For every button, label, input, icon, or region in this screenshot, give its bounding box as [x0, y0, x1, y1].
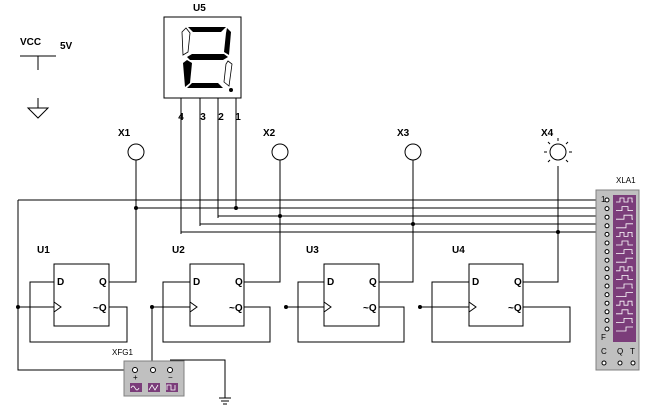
flipflop-u3-d: D [327, 277, 334, 288]
analyzer-waveform-trace [616, 300, 633, 306]
flipflop-u2-ref: U2 [172, 245, 185, 256]
analyzer-waveform-trace [616, 197, 633, 203]
logic-analyzer-terminal-c[interactable] [601, 360, 607, 366]
analyzer-waveform-trace [616, 249, 633, 254]
ground-symbol[interactable] [26, 98, 50, 119]
function-generator-minus-label: − [168, 373, 173, 382]
logic-analyzer-screen [613, 195, 636, 342]
logic-analyzer-ref: XLA1 [616, 176, 636, 185]
analyzer-input-pin[interactable] [604, 317, 610, 323]
analyzer-waveform-trace [616, 318, 633, 323]
function-generator-plus-label: + [133, 373, 138, 382]
probe-x1[interactable]: X1 [118, 128, 145, 161]
analyzer-input-pin[interactable] [604, 266, 610, 272]
probe-x3[interactable]: X3 [397, 128, 422, 161]
analyzer-input-pin[interactable] [604, 214, 610, 220]
logic-analyzer-pins [604, 197, 610, 332]
digit-segments [183, 27, 231, 88]
flipflop-u3[interactable]: U3 D Q ~Q [306, 245, 380, 327]
flipflop-u3-nq: ~Q [363, 303, 377, 314]
flipflop-u1-d: D [57, 277, 64, 288]
display-pin-1: 1 [235, 112, 241, 123]
analyzer-waveform-trace [616, 240, 633, 246]
flipflop-u4-q: Q [514, 277, 522, 288]
display-pin-2: 2 [218, 112, 224, 123]
triangle-wave-icon [148, 383, 160, 392]
analyzer-input-pin[interactable] [604, 257, 610, 263]
flipflop-u1-ref: U1 [37, 245, 50, 256]
analyzer-waveform-trace [616, 266, 633, 272]
display-pin-3: 3 [200, 112, 206, 123]
flipflop-u2[interactable]: U2 D Q ~Q [172, 245, 245, 327]
probe-x3-label: X3 [397, 128, 410, 139]
square-wave-icon [166, 383, 178, 392]
analyzer-input-pin[interactable] [604, 326, 610, 332]
flipflop-u1[interactable]: U1 D Q ~Q [37, 245, 110, 327]
decimal-point [229, 88, 233, 92]
analyzer-waveform-trace [616, 309, 633, 315]
flipflop-u4[interactable]: U4 D Q ~Q [452, 245, 524, 327]
analyzer-input-pin[interactable] [604, 309, 610, 315]
flipflop-u1-nq: ~Q [93, 303, 107, 314]
logic-analyzer-label-q: Q [617, 347, 623, 356]
logic-analyzer-terminal-q[interactable] [617, 360, 623, 366]
analyzer-input-pin[interactable] [604, 274, 610, 280]
wiring [16, 108, 598, 405]
logic-analyzer-terminal-t[interactable] [630, 360, 636, 366]
logic-analyzer-label-t: T [630, 347, 635, 356]
analyzer-input-pin[interactable] [604, 300, 610, 306]
analyzer-waveform-trace [616, 283, 633, 289]
probe-x1-label: X1 [118, 128, 131, 139]
probe-x4-lit[interactable]: X4 [541, 128, 572, 163]
analyzer-input-pin[interactable] [604, 249, 610, 255]
analyzer-input-pin[interactable] [604, 231, 610, 237]
probe-x2[interactable]: X2 [263, 128, 289, 161]
flipflop-u2-d: D [193, 277, 200, 288]
analyzer-input-pin[interactable] [604, 240, 610, 246]
logic-analyzer-pin-first: 1 [601, 195, 606, 204]
analyzer-waveform-trace [616, 223, 633, 229]
sine-wave-icon [130, 383, 142, 392]
function-generator-terminal-common[interactable] [150, 367, 156, 373]
analyzer-waveform-trace [616, 214, 633, 220]
vcc-symbol[interactable]: VCC 5V [20, 37, 73, 70]
logic-analyzer-label-c: C [601, 347, 607, 356]
analyzer-input-pin[interactable] [604, 223, 610, 229]
analyzer-waveform-trace [616, 257, 633, 263]
seven-segment-display[interactable]: U5 4 3 2 1 [163, 3, 242, 123]
vcc-value: 5V [60, 41, 73, 52]
probe-x2-label: X2 [263, 128, 276, 139]
flipflop-u3-ref: U3 [306, 245, 319, 256]
analyzer-waveform-trace [616, 206, 633, 211]
function-generator-terminal-plus[interactable] [132, 367, 138, 373]
flipflop-u4-d: D [472, 277, 479, 288]
logic-analyzer-pin-last: F [601, 333, 606, 342]
logic-analyzer[interactable]: XLA1 1 F C Q T [595, 176, 640, 371]
flipflop-u1-q: Q [99, 277, 107, 288]
logic-analyzer-waveforms [616, 197, 633, 332]
flipflop-u2-q: Q [235, 277, 243, 288]
analyzer-input-pin[interactable] [604, 206, 610, 212]
flipflop-u4-ref: U4 [452, 245, 465, 256]
analyzer-input-pin[interactable] [604, 292, 610, 298]
flipflop-u4-nq: ~Q [508, 303, 522, 314]
probe-x4-label: X4 [541, 128, 554, 139]
analyzer-input-pin[interactable] [604, 197, 610, 203]
analyzer-input-pin[interactable] [604, 283, 610, 289]
function-generator-terminal-minus[interactable] [167, 367, 173, 373]
vcc-label: VCC [20, 37, 41, 48]
probe-x4-rays [544, 138, 572, 163]
function-generator-ref: XFG1 [112, 348, 133, 357]
flipflop-u3-q: Q [369, 277, 377, 288]
function-generator[interactable]: XFG1 + − [112, 348, 185, 397]
analyzer-waveform-trace [616, 232, 633, 237]
display-ref: U5 [193, 3, 206, 14]
flipflop-u2-nq: ~Q [229, 303, 243, 314]
digit-segments-off [181, 27, 233, 87]
analyzer-waveform-trace [616, 275, 633, 280]
analyzer-waveform-trace [616, 326, 633, 332]
analyzer-waveform-trace [616, 292, 633, 297]
